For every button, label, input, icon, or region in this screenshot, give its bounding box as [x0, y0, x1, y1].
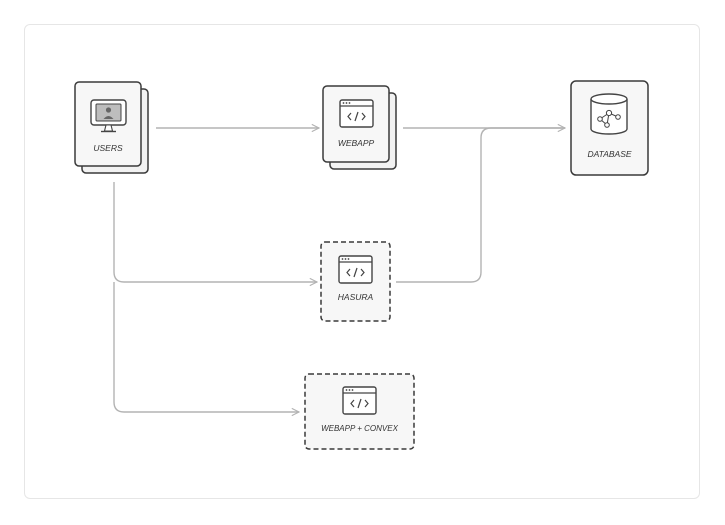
database-label: DATABASE: [587, 149, 631, 159]
webapp-label: WEBAPP: [338, 138, 375, 148]
connector-users-hasura: [113, 182, 317, 282]
webapp-convex-label: WEBAPP + CONVEX: [321, 424, 399, 433]
node-users[interactable]: USERS: [74, 81, 149, 174]
connector-hasura-database: [396, 127, 565, 283]
node-webapp[interactable]: WEBAPP: [322, 85, 397, 170]
hasura-label: HASURA: [338, 292, 374, 302]
code-window-icon: [342, 386, 377, 415]
users-label: USERS: [93, 143, 123, 153]
monitor-user-icon: [90, 99, 127, 133]
node-hasura[interactable]: HASURA: [320, 241, 391, 322]
node-webapp-convex[interactable]: WEBAPP + CONVEX: [304, 373, 415, 450]
database-network-icon: [590, 93, 628, 135]
code-window-icon: [339, 99, 374, 128]
connector-users-webapp-convex: [113, 282, 299, 412]
code-window-icon: [338, 255, 373, 284]
node-database[interactable]: DATABASE: [570, 80, 649, 176]
